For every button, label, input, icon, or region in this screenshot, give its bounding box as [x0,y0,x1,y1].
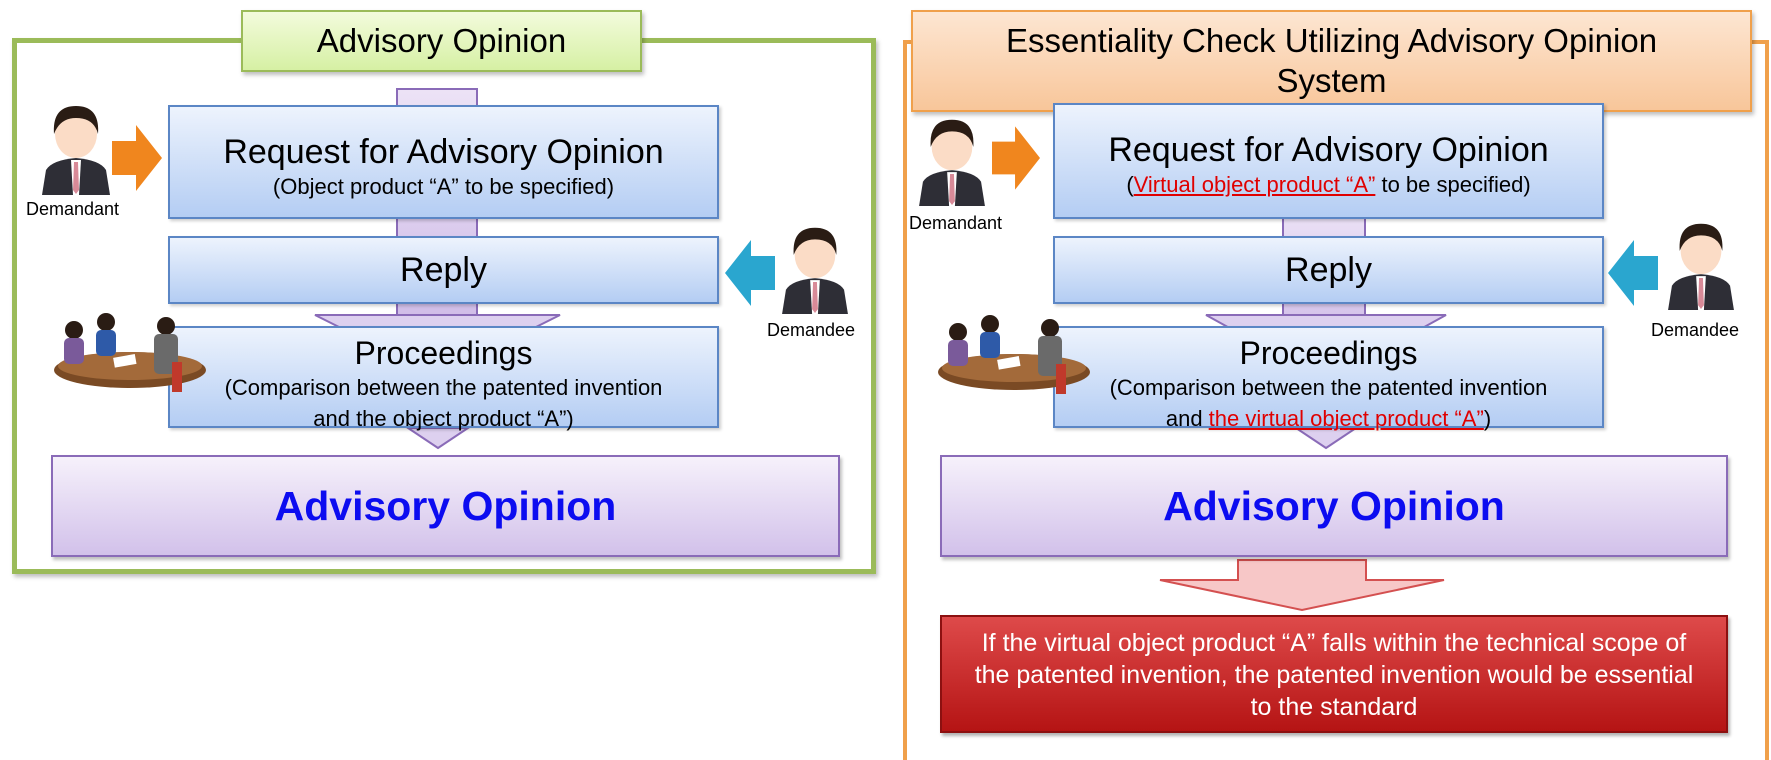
left-reply-box: Reply [168,236,719,304]
left-proceedings-box: Proceedings (Comparison between the pate… [168,326,719,431]
right-arrow-icon [112,125,162,191]
right-result-box: Advisory Opinion [940,455,1728,557]
request-heading: Request for Advisory Opinion [223,133,664,171]
demandant-label: Demandant [26,199,120,219]
left-request-box: Request for Advisory Opinion (Object pro… [168,105,719,219]
proceedings-line2: and the virtual object product “A”) [1055,403,1602,434]
right-reply-box: Reply [1053,236,1604,304]
request-heading: Request for Advisory Opinion [1108,131,1549,169]
paren-open: ( [1126,172,1134,197]
right-request-box: Request for Advisory Opinion (Virtual ob… [1053,103,1604,219]
down-arrow-icon [404,427,472,450]
conclusion-box: If the virtual object product “A” falls … [940,615,1728,733]
proceedings-line1: (Comparison between the patented inventi… [224,375,663,400]
right-arrow-icon [992,126,1040,190]
virtual-product-highlight: the virtual object product “A” [1208,406,1484,431]
right-panel-title: Essentiality Check Utilizing Advisory Op… [911,10,1752,112]
down-arrow-icon [1159,559,1445,612]
left-arrow-icon [725,240,775,306]
left-panel-title: Advisory Opinion [241,10,642,72]
reply-label: Reply [1285,251,1372,289]
left-arrow-icon [1608,240,1658,306]
down-arrow-icon [1292,427,1360,450]
person-icon [919,119,985,206]
demandee-label: Demandee [767,320,856,340]
person-icon [1668,223,1734,310]
person-icon [42,106,110,195]
meeting-icon [54,313,206,392]
request-subtext: (Virtual object product “A” to be specif… [1055,169,1602,200]
line2-prefix: and [1165,406,1209,431]
person-icon [782,227,848,314]
virtual-product-highlight: Virtual object product “A” [1133,172,1376,197]
meeting-icon [938,315,1090,394]
reply-label: Reply [400,251,487,289]
proceedings-heading: Proceedings [1239,335,1418,371]
left-result-box: Advisory Opinion [51,455,840,557]
proceedings-line2: and the object product “A”) [313,406,574,431]
proceedings-heading: Proceedings [354,335,533,371]
request-subtext-rest: to be specified) [1375,172,1531,197]
demandee-label: Demandee [1651,320,1740,340]
proceedings-line1: (Comparison between the patented inventi… [1109,375,1548,400]
line2-suffix: ) [1483,406,1492,431]
demandant-label: Demandant [909,213,1003,233]
right-proceedings-box: Proceedings (Comparison between the pate… [1053,326,1604,431]
request-subtext: (Object product “A” to be specified) [272,174,615,199]
